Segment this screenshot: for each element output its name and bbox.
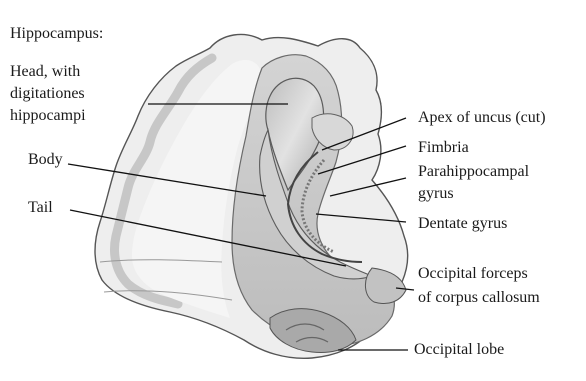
- label-tail: Tail: [28, 198, 53, 218]
- label-apex-of-uncus: Apex of uncus (cut): [418, 108, 546, 128]
- label-parahippocampal-line1: Parahippocampal: [418, 162, 529, 182]
- label-occipital-forceps-line2: of corpus callosum: [418, 288, 540, 308]
- heading-hippocampus: Hippocampus:: [10, 24, 103, 44]
- label-fimbria: Fimbria: [418, 138, 469, 158]
- label-head-line1: Head, with: [10, 62, 80, 82]
- label-dentate-gyrus: Dentate gyrus: [418, 214, 507, 234]
- label-head-line3: hippocampi: [10, 106, 86, 126]
- label-head-line2: digitationes: [10, 84, 85, 104]
- label-occipital-lobe: Occipital lobe: [414, 340, 504, 360]
- label-body: Body: [28, 150, 63, 170]
- label-occipital-forceps-line1: Occipital forceps: [418, 264, 528, 284]
- label-parahippocampal-line2: gyrus: [418, 184, 454, 204]
